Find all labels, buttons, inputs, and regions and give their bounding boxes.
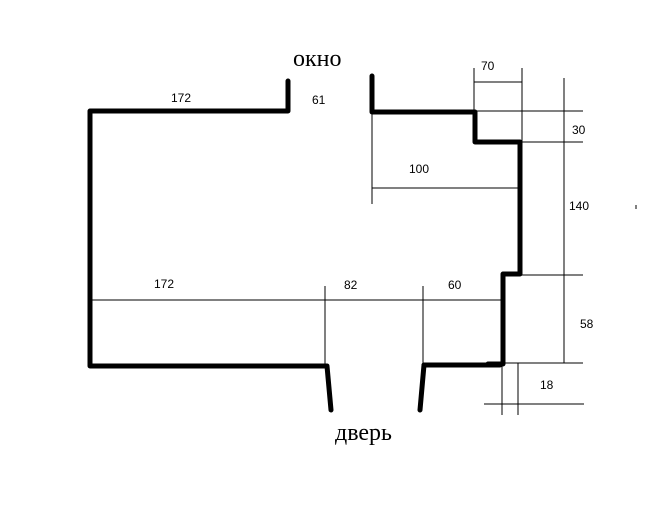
door-jamb-right [417, 362, 427, 413]
walls [87, 73, 523, 413]
dim-lower-right-height: 58 [580, 317, 594, 331]
dim-lower-step-width: 18 [540, 378, 554, 392]
dim-top-left-wall: 172 [171, 91, 191, 105]
dim-door-width: 82 [344, 278, 358, 292]
dim-right-offset-width: 100 [409, 162, 429, 176]
dim-window-width: 61 [312, 93, 326, 107]
dim-bottom-left: 172 [154, 277, 174, 291]
dim-niche-top-width: 70 [481, 59, 495, 73]
dim-niche-depth: 30 [572, 123, 586, 137]
window-label: окно [293, 46, 342, 72]
dim-bottom-right: 60 [448, 278, 462, 292]
wall-right [369, 73, 523, 367]
dim-right-wall-height: 140 [569, 199, 589, 213]
wall-left [87, 78, 334, 413]
dimension-lines [90, 68, 584, 415]
door-label: дверь [335, 420, 392, 446]
